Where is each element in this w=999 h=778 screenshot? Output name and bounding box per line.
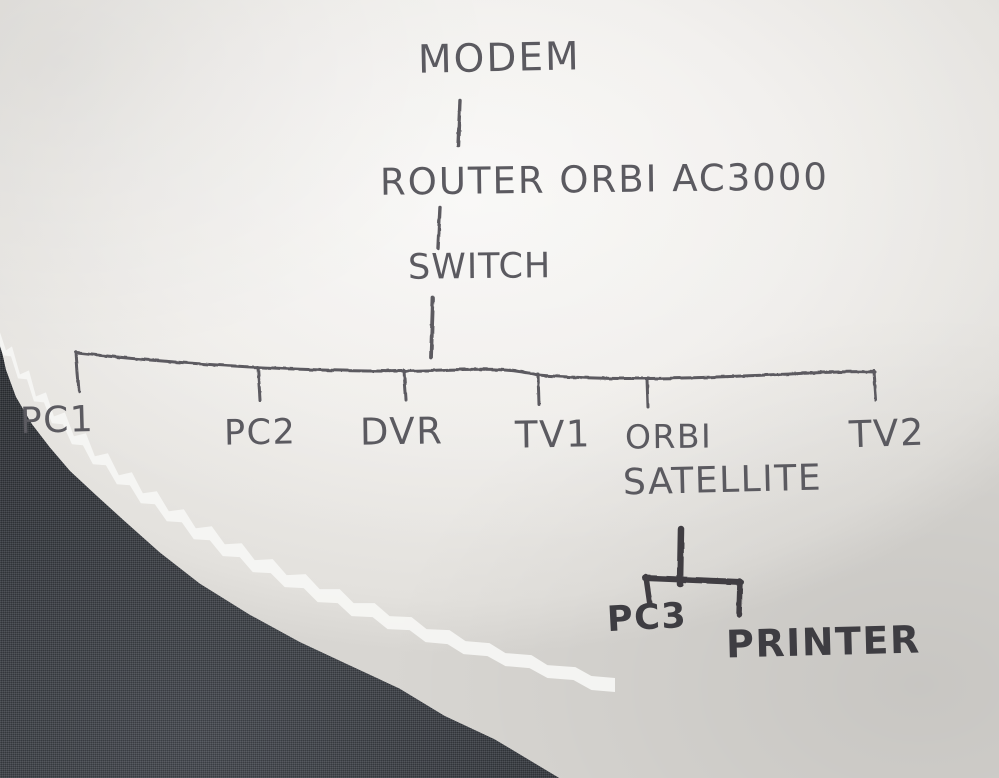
label-tv2: TV2: [848, 410, 926, 457]
label-modem: MODEM: [417, 34, 582, 83]
label-dvr: DVR: [359, 409, 444, 454]
label-orbi-satellite-line1: ORBI: [624, 416, 713, 457]
label-printer: PRINTER: [725, 617, 922, 667]
label-router: ROUTER ORBI AC3000: [379, 155, 830, 204]
label-pc2: PC2: [223, 412, 297, 454]
label-switch: SWITCH: [407, 246, 552, 288]
label-pc3: PC3: [606, 595, 689, 641]
label-tv1: TV1: [514, 412, 592, 457]
label-pc1: PC1: [19, 398, 95, 443]
label-orbi-satellite-line2: SATELLITE: [622, 457, 823, 504]
